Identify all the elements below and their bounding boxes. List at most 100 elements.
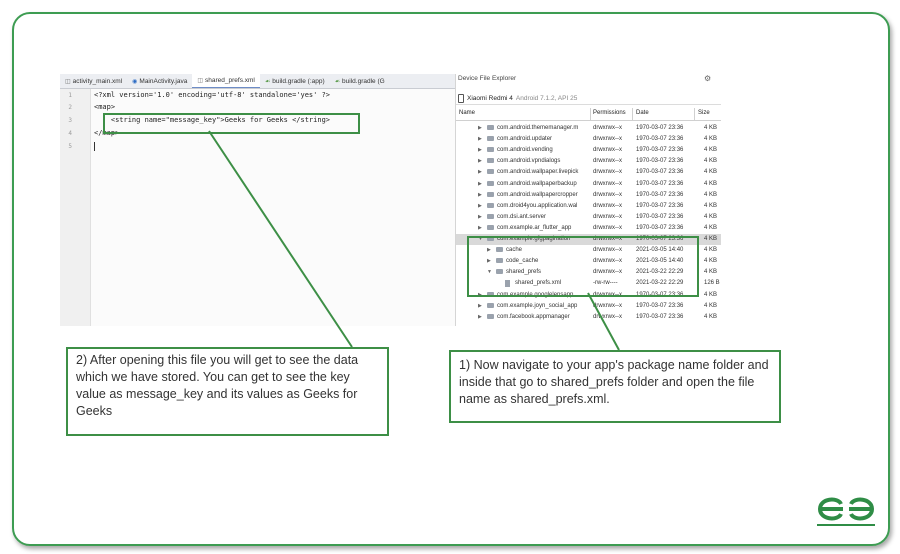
folder-icon [487, 158, 494, 164]
folder-icon [487, 147, 494, 153]
cell-name: com.droid4you.application.wal [497, 202, 578, 209]
device-selector[interactable]: Xiaomi Redmi 4 Android 7.1.2, API 25 [456, 92, 721, 105]
gradle-icon: ☙ [334, 78, 341, 85]
cell-date: 1970-03-07 23:36 [636, 147, 684, 154]
cell-perm: drwxrwx--x [593, 269, 622, 276]
code-editor[interactable] [60, 74, 455, 326]
explorer-title: Device File Explorer [458, 75, 517, 82]
cell-date: 1970-03-07 23:36 [636, 224, 684, 231]
cell-date: 2021-03-22 22:29 [636, 280, 684, 287]
tab-mainactivity-java[interactable]: ◉MainActivity.java [127, 74, 192, 88]
outer-frame [12, 12, 890, 546]
cell-perm: drwxrwx--x [593, 169, 622, 176]
expand-arrow-icon[interactable]: ▼ [487, 269, 492, 276]
column-header-size[interactable]: Size [698, 110, 710, 116]
code-line[interactable]: <map> [94, 103, 116, 111]
expand-arrow-icon[interactable]: ▼ [478, 236, 483, 242]
collapse-arrow-icon[interactable]: ▶ [478, 224, 482, 231]
column-header-permissions[interactable]: Permissions [593, 110, 626, 116]
cell-name: code_cache [506, 258, 539, 265]
code-line[interactable]: <?xml version='1.0' encoding='utf-8' sta… [94, 91, 331, 99]
cell-name: com.example.gfgpagination [497, 236, 571, 242]
cell-date: 1970-03-07 23:36 [636, 136, 684, 143]
cell-perm: drwxrwx--x [593, 136, 622, 143]
folder-icon [487, 302, 494, 308]
cell-size: 4 KB [704, 191, 718, 198]
cell-size: 4 KB [704, 136, 718, 143]
gear-icon[interactable]: ⚙ [704, 74, 712, 83]
cell-perm: drwxrwx--x [593, 125, 622, 131]
collapse-arrow-icon[interactable]: ▶ [478, 213, 482, 220]
folder-icon [496, 258, 503, 264]
editor-tab-bar: ◫activity_main.xml◉MainActivity.java◫sha… [60, 74, 455, 89]
collapse-arrow-icon[interactable]: ▶ [478, 136, 482, 143]
collapse-arrow-icon[interactable]: ▶ [478, 158, 482, 165]
cell-size: 4 KB [704, 313, 718, 320]
cell-name: com.dsi.ant.server [497, 213, 547, 220]
code-highlight-box [103, 113, 360, 134]
cell-perm: drwxrwx--x [593, 191, 622, 198]
line-number: 1 [68, 92, 72, 99]
cell-name: com.android.wallpaperbackup [497, 180, 577, 187]
collapse-arrow-icon[interactable]: ▶ [478, 169, 482, 176]
collapse-arrow-icon[interactable]: ▶ [478, 191, 482, 198]
file-row[interactable]: shared_prefs.xml-rw-rw----2021-03-22 22:… [456, 278, 721, 289]
collapse-arrow-icon[interactable]: ▶ [478, 202, 482, 209]
cell-date: 1970-03-07 23:36 [636, 180, 684, 187]
cell-size: 4 KB [704, 291, 718, 298]
cell-perm: drwxrwx--x [593, 258, 622, 265]
code-line[interactable]: <string name="message_key">Geeks for Gee… [94, 116, 331, 124]
collapse-arrow-icon[interactable]: ▶ [478, 291, 482, 298]
file-icon [505, 280, 510, 288]
column-header-date[interactable]: Date [636, 110, 649, 116]
tab-shared-prefs-xml[interactable]: ◫shared_prefs.xml [192, 74, 260, 88]
collapse-arrow-icon[interactable]: ▶ [478, 313, 482, 320]
folder-icon [487, 169, 494, 175]
column-header-name[interactable]: Name [459, 110, 476, 116]
tab-build-gradle-g[interactable]: ☙build.gradle (G [330, 74, 390, 88]
cell-size: 4 KB [704, 224, 718, 231]
geeksforgeeks-logo [817, 497, 875, 526]
tab-build-gradle-app-[interactable]: ☙build.gradle (:app) [260, 74, 330, 88]
cell-perm: drwxrwx--x [593, 313, 622, 320]
collapse-arrow-icon[interactable]: ▶ [487, 258, 491, 265]
collapse-arrow-icon[interactable]: ▶ [478, 147, 482, 154]
collapse-arrow-icon[interactable]: ▶ [478, 302, 482, 309]
cell-size: 4 KB [704, 236, 718, 242]
device-file-explorer [455, 74, 722, 326]
cell-name: com.facebook.appmanager [497, 313, 570, 320]
line-number: 3 [68, 117, 72, 124]
cell-date: 1970-03-07 23:36 [636, 202, 684, 209]
gradle-icon: ☙ [264, 78, 271, 85]
folder-icon [487, 236, 494, 241]
cell-date: 1970-03-07 23:36 [636, 125, 684, 131]
cell-size: 4 KB [704, 302, 718, 309]
tab-label: build.gradle (:app) [272, 77, 325, 85]
cell-size: 4 KB [704, 180, 718, 187]
collapse-arrow-icon[interactable]: ▶ [487, 247, 491, 254]
folder-icon [487, 313, 494, 319]
xml-file-icon: ◫ [197, 77, 203, 84]
phone-icon [458, 93, 464, 103]
cell-name: com.android.vending [497, 147, 553, 154]
collapse-arrow-icon[interactable]: ▶ [478, 125, 482, 131]
tab-activity-main-xml[interactable]: ◫activity_main.xml [60, 74, 127, 88]
collapse-arrow-icon[interactable]: ▶ [478, 180, 482, 187]
